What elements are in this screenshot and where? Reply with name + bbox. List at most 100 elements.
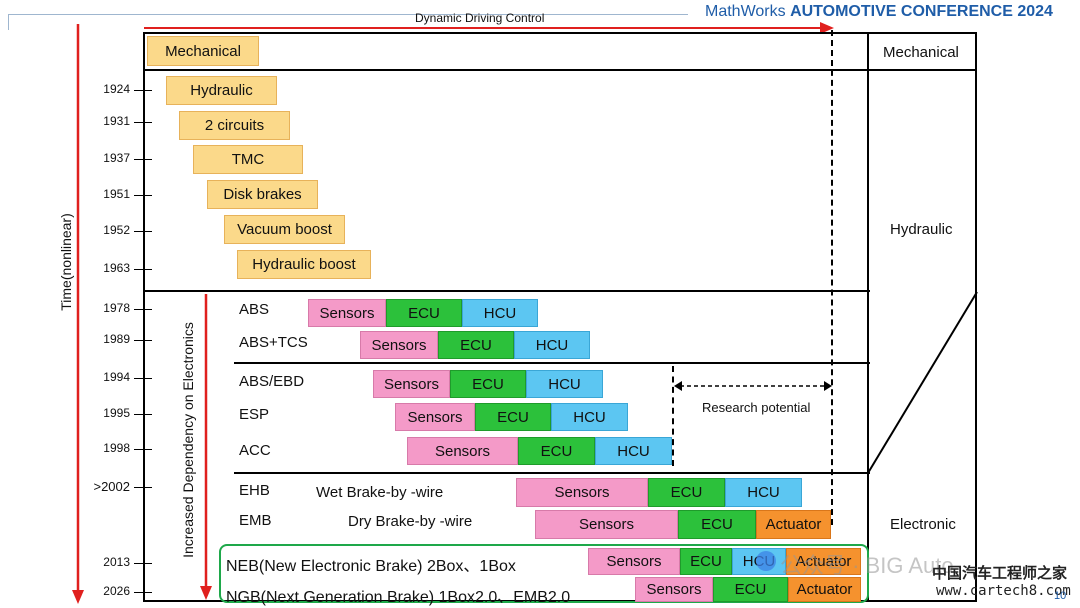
brand-light: MathWorks [705,3,786,20]
ngb-sensors: Sensors [635,577,713,602]
neb-label: NEB(New Electronic Brake) 2Box、1Box [226,558,516,575]
year-tick [134,592,152,593]
right-label-electronic: Electronic [890,516,956,533]
neb-sensors: Sensors [588,548,680,575]
year-label: 2026 [103,584,130,598]
abs-ecu: ECU [386,299,462,327]
ngb-label: NGB(Next Generation Brake) 1Box2.0、EMB2.… [226,589,571,606]
row-divider-acc [234,472,870,474]
ngb-ecu: ECU [713,577,788,602]
ehb-hcu: HCU [725,478,802,507]
system-ehb: EHB [239,482,270,499]
conference-title: MathWorks AUTOMOTIVE CONFERENCE 2024 [705,3,1053,21]
era-tmc: TMC [193,145,303,174]
system-abs-tcs: ABS+TCS [239,334,308,351]
year-tick [134,340,152,341]
transition-diagonal [867,291,978,474]
system-emb: EMB [239,512,272,529]
right-label-mechanical: Mechanical [883,44,959,61]
row-divider-abs [234,362,870,364]
abs-hcu: HCU [462,299,538,327]
year-tick [134,487,152,488]
year-tick [134,90,152,91]
right-column-divider [867,32,869,602]
esp-hcu: HCU [551,403,628,431]
esp-ecu: ECU [475,403,551,431]
era-hydraulic-boost: Hydraulic boost [237,250,371,279]
esp-sensors: Sensors [395,403,475,431]
era-2-circuits: 2 circuits [179,111,290,140]
dynamic-driving-arrow [144,22,834,34]
year-tick [134,414,152,415]
era-vacuum-boost: Vacuum boost [224,215,345,244]
watermark-site-cn: 中国汽车工程师之家 [932,565,1068,582]
neb-ecu: ECU [680,548,732,575]
year-label: 1963 [103,261,130,275]
year-label: 1978 [103,301,130,315]
abs-ebd-ecu: ECU [450,370,526,398]
watermark-wechat: 公众号 · BIG Auto [780,553,954,578]
abs-tcs-hcu: HCU [514,331,590,359]
abs-sensors: Sensors [308,299,386,327]
year-tick [134,449,152,450]
future-frame [219,544,869,603]
acc-sensors: Sensors [407,437,518,465]
row-divider-hydraulic [143,290,870,292]
top-arrow-label: Dynamic Driving Control [415,11,545,25]
research-potential-label: Research potential [702,400,811,415]
year-tick [134,269,152,270]
era-disk-brakes: Disk brakes [207,180,318,209]
time-arrow [72,24,84,604]
row-divider-mechanical [143,69,977,71]
emb-ecu: ECU [678,510,756,539]
neb-actuator: Actuator [786,548,861,575]
research-bracket [672,366,674,466]
emb-sensors: Sensors [535,510,678,539]
right-label-hydraulic: Hydraulic [890,221,953,238]
system-abs: ABS [239,301,270,318]
abs-tcs-sensors: Sensors [360,331,438,359]
year-label: 1989 [103,332,130,346]
watermark-site-url: www.cartech8.com [936,583,1071,599]
ngb-actuator: Actuator [788,577,861,602]
system-emb-desc: Dry Brake-by -wire [348,513,473,530]
year-tick [134,122,152,123]
header-rule [8,14,688,15]
page-number: 10 [1054,590,1067,602]
acc-ecu: ECU [518,437,595,465]
year-label: 2013 [103,555,130,569]
system-abs-ebd: ABS/EBD [239,373,305,390]
time-axis-label: Time(nonlinear) [58,213,74,311]
abs-ebd-sensors: Sensors [373,370,450,398]
year-label: 1994 [103,370,130,384]
year-label: 1995 [103,406,130,420]
year-tick [134,309,152,310]
year-tick [134,563,152,564]
year-label: 1937 [103,151,130,165]
year-label: >2002 [93,479,130,494]
year-tick [134,378,152,379]
year-label: 1952 [103,223,130,237]
emb-actuator: Actuator [756,510,831,539]
year-label: 1998 [103,441,130,455]
year-tick [134,159,152,160]
ehb-sensors: Sensors [516,478,648,507]
era-hydraulic: Hydraulic [166,76,277,105]
header-tick [8,14,9,30]
system-esp: ESP [239,406,270,423]
abs-tcs-ecu: ECU [438,331,514,359]
brand-bold: AUTOMOTIVE CONFERENCE 2024 [790,3,1053,20]
ehb-ecu: ECU [648,478,725,507]
dynamic-control-limit [831,30,833,525]
year-label: 1924 [103,82,130,96]
system-acc: ACC [239,442,271,459]
wechat-icon [756,551,776,571]
year-tick [134,231,152,232]
system-ehb-desc: Wet Brake-by -wire [316,484,444,501]
year-label: 1931 [103,114,130,128]
era-mechanical: Mechanical [147,36,259,66]
acc-hcu: HCU [595,437,672,465]
research-arrow [674,381,832,391]
electronics-arrow [200,294,212,600]
abs-ebd-hcu: HCU [526,370,603,398]
